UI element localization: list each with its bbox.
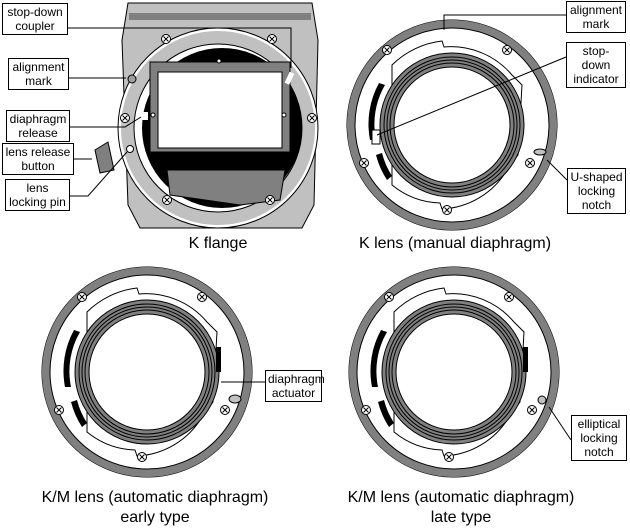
- lens-release-button: [94, 141, 115, 174]
- label-diaphragm-actuator: diaphragm actuator: [265, 370, 325, 402]
- label-lens-release-button: lens release button: [2, 143, 74, 175]
- stop-down-coupler-lever: [284, 71, 295, 85]
- caption-km-early: K/M lens (automatic diaphragm) early typ…: [41, 489, 269, 526]
- lens-locking-pin: [126, 145, 134, 153]
- km-late-lens-illustration: [349, 267, 572, 477]
- label-elliptical-locking-notch: elliptical locking notch: [571, 415, 627, 461]
- caption-k-lens: K lens (manual diaphragm): [358, 235, 552, 252]
- km-early-lens-illustration: [42, 267, 265, 477]
- label-stop-down-coupler: stop-down coupler: [2, 3, 68, 35]
- diaphragm-release-lever: [142, 112, 148, 120]
- label-u-shaped-locking-notch: U-shaped locking notch: [567, 168, 626, 214]
- caption-km-late: K/M lens (automatic diaphragm) late type: [347, 489, 575, 526]
- label-diaphragm-release: diaphragm release: [6, 110, 70, 142]
- caption-k-flange: K flange: [188, 235, 248, 252]
- k-lens-illustration: [347, 14, 568, 230]
- label-lens-locking-pin: lens locking pin: [5, 179, 70, 211]
- alignment-mark-dot: [127, 74, 137, 84]
- label-k-lens-alignment-mark: alignment mark: [566, 1, 626, 33]
- label-stop-down-indicator: stop-down indicator: [566, 42, 626, 88]
- label-alignment-mark: alignment mark: [8, 58, 69, 90]
- k-flange-illustration: [68, 2, 319, 229]
